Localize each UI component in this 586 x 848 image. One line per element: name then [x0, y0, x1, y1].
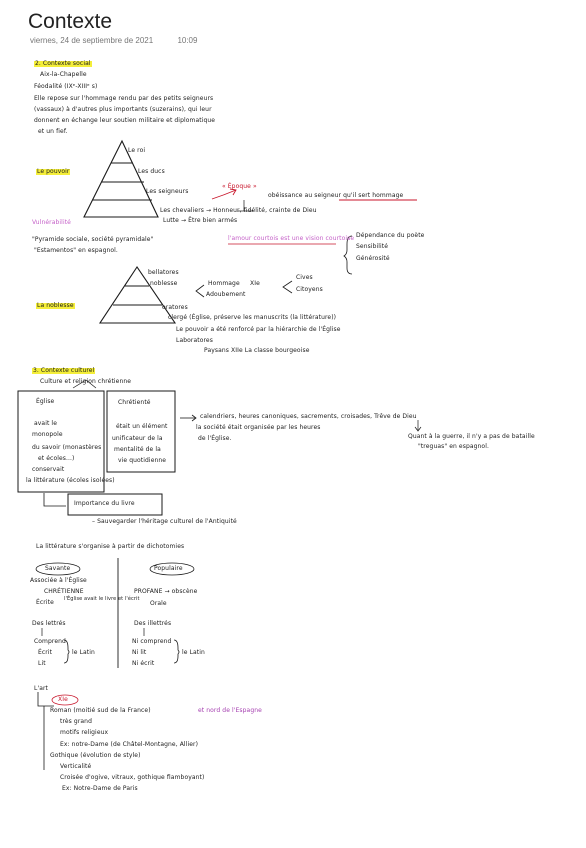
pyramid1-level-chevaliers: Les chevaliers → Honneur, fidélité, crai… — [160, 207, 317, 214]
branch-dependance: Dépendance du poète — [356, 232, 425, 239]
populaire-label: Populaire — [154, 565, 183, 572]
art-roman: Roman (moitié sud de la France) — [50, 707, 151, 714]
populaire-line-2: Orale — [150, 600, 167, 607]
art-roman-item-1: très grand — [60, 718, 92, 725]
savante-line-2: CHRÉTIENNE — [44, 588, 84, 595]
populaire-illettres: Des illettrés — [134, 620, 172, 627]
city-line: Aix-la-Chapelle — [40, 71, 87, 78]
chretiente-title: Chrétienté — [118, 399, 151, 406]
savante-label: Savante — [45, 565, 71, 572]
art-gothique: Gothique (évolution de style) — [50, 752, 141, 759]
pyramid2-oratores: oratores — [162, 304, 188, 311]
desc-line-1: Elle repose sur l'hommage rendu par des … — [34, 95, 214, 102]
pyramid2-noblesse: noblesse — [150, 280, 178, 287]
chretiente-line-1: était un élément — [116, 423, 168, 430]
art-roman-item-2: motifs religieux — [60, 729, 109, 736]
savante-ability-2: Écrit — [38, 649, 53, 656]
pyramid2-adoubement: Adoubement — [206, 291, 246, 298]
litterature-intro: La littérature s'organise à partir de di… — [36, 543, 185, 550]
culture-line: Culture et religion chrétienne — [40, 378, 132, 385]
art-roman-note: et nord de l'Espagne — [198, 707, 262, 714]
savante-lettres: Des lettrés — [32, 620, 66, 627]
savante-ability-3: Lit — [38, 660, 46, 667]
feudal-line: Féodalité (IXᵉ-XIIIᵉ s) — [34, 83, 98, 90]
pyramid1-level-roi: Le roi — [128, 147, 146, 154]
pyramid1-side-label: Le pouvoir — [36, 168, 71, 175]
desc-line-4: et un fief. — [38, 128, 68, 135]
chretiente-line-3: mentalité de la — [114, 446, 161, 453]
pyramide-note-2: "Estamentos" en espagnol. — [34, 247, 118, 254]
eglise-line-6: la littérature (écoles isolées) — [26, 477, 115, 484]
importance-livre: Importance du livre — [74, 500, 135, 507]
amour-courtois-note: l'amour courtois est une vision courtois… — [228, 235, 355, 242]
section3-heading: 3. Contexte culturel — [32, 367, 96, 374]
populaire-latin: le Latin — [182, 649, 205, 656]
societe-line: la société était organisée par les heure… — [196, 424, 321, 431]
chretiente-line-4: vie quotidienne — [118, 457, 167, 464]
pyramid1-level-seigneurs: Les seigneurs — [146, 188, 189, 195]
pyramide-note-1: "Pyramide sociale, société pyramidale" — [32, 236, 154, 243]
epoque-note: « Époque » — [222, 183, 257, 190]
pyramid1-level-lutte: Lutte → Être bien armés — [163, 217, 238, 224]
savante-line-4: l'Église avait le livre et l'écrit — [64, 596, 140, 602]
page-date: viernes, 24 de septiembre de 2021 — [30, 36, 154, 45]
calendriers-line: calendriers, heures canoniques, sacremen… — [200, 413, 417, 420]
eglise-line-1: avait le — [34, 420, 57, 427]
art-gothique-item-1: Verticalité — [60, 763, 92, 770]
art-gothique-example: Ex: Notre-Dame de Paris — [62, 785, 138, 792]
pyramid2-paysans: Paysans XIIe La classe bourgeoise — [204, 347, 310, 354]
chretiente-line-2: unificateur de la — [112, 435, 163, 442]
page-timestamp: viernes, 24 de septiembre de 2021 10:09 — [30, 36, 197, 45]
eglise-line-2: monopole — [32, 431, 63, 438]
obeissance-note: obéissance au seigneur qu'il sert hommag… — [268, 192, 404, 199]
eglise-line-3: du savoir (monastères — [32, 444, 102, 451]
section2-heading: 2. Contexte social — [34, 60, 92, 67]
desc-line-2: (vassaux) à d'autres plus importants (su… — [34, 106, 212, 113]
societe-line-2: de l'Église. — [198, 435, 232, 442]
populaire-ability-1: Ni comprend — [132, 638, 172, 645]
pyramid1-level-ducs: Les ducs — [138, 168, 165, 175]
populaire-ability-3: Ni écrit — [132, 660, 155, 667]
savante-line-1: Associée à l'Église — [30, 577, 87, 584]
guerre-line-2: "treguas" en espagnol. — [418, 443, 489, 450]
populaire-line-1: PROFANE → obscène — [134, 588, 198, 595]
art-gothique-item-2: Croisée d'ogive, vitraux, gothique flamb… — [60, 774, 205, 781]
pyramid2-clerge: clergé (Église, préserve les manuscrits … — [168, 314, 337, 321]
branch-generosite: Générosité — [356, 255, 390, 262]
pyramid2-side-label: La noblesse — [36, 302, 75, 309]
pyramid2-laboratores: Laboratores — [176, 337, 213, 344]
pyramid2-hommage: Hommage — [208, 280, 240, 287]
art-roman-example: Ex: notre-Dame (de Châtel-Montagne, Alli… — [60, 741, 199, 748]
art-heading: L'art — [34, 685, 48, 692]
eglise-title: Église — [36, 398, 55, 405]
pyramid2-pouvoir: Le pouvoir a été renforcé par la hiérarc… — [176, 326, 341, 333]
eglise-line-5: conservait — [32, 466, 65, 473]
guerre-line: Quant à la guerre, il n'y a pas de batai… — [408, 433, 535, 440]
art-century: XIe — [58, 696, 68, 703]
sauvegarder-line: – Sauvegarder l'héritage culturel de l'A… — [92, 518, 237, 525]
savante-line-3: Écrite — [36, 599, 54, 606]
page-title: Contexte — [28, 10, 113, 33]
pyramid2-xie: XIe — [250, 280, 260, 287]
savante-ability-1: Comprend — [34, 638, 66, 645]
desc-line-3: donnent en échange leur soutien militair… — [34, 117, 216, 124]
branch-sensibilite: Sensibilité — [356, 243, 389, 250]
vulnerabilite-note: Vulnérabilité — [32, 219, 71, 226]
page-time: 10:09 — [177, 36, 198, 45]
savante-latin: le Latin — [72, 649, 95, 656]
eglise-line-4: et écoles...) — [38, 455, 75, 462]
pyramid2-bellatores: bellatores — [148, 269, 179, 276]
populaire-ability-2: Ni lit — [132, 649, 147, 656]
pyramid2-citoyens: Citoyens — [296, 286, 323, 293]
pyramid2-cives: Cives — [296, 274, 313, 281]
